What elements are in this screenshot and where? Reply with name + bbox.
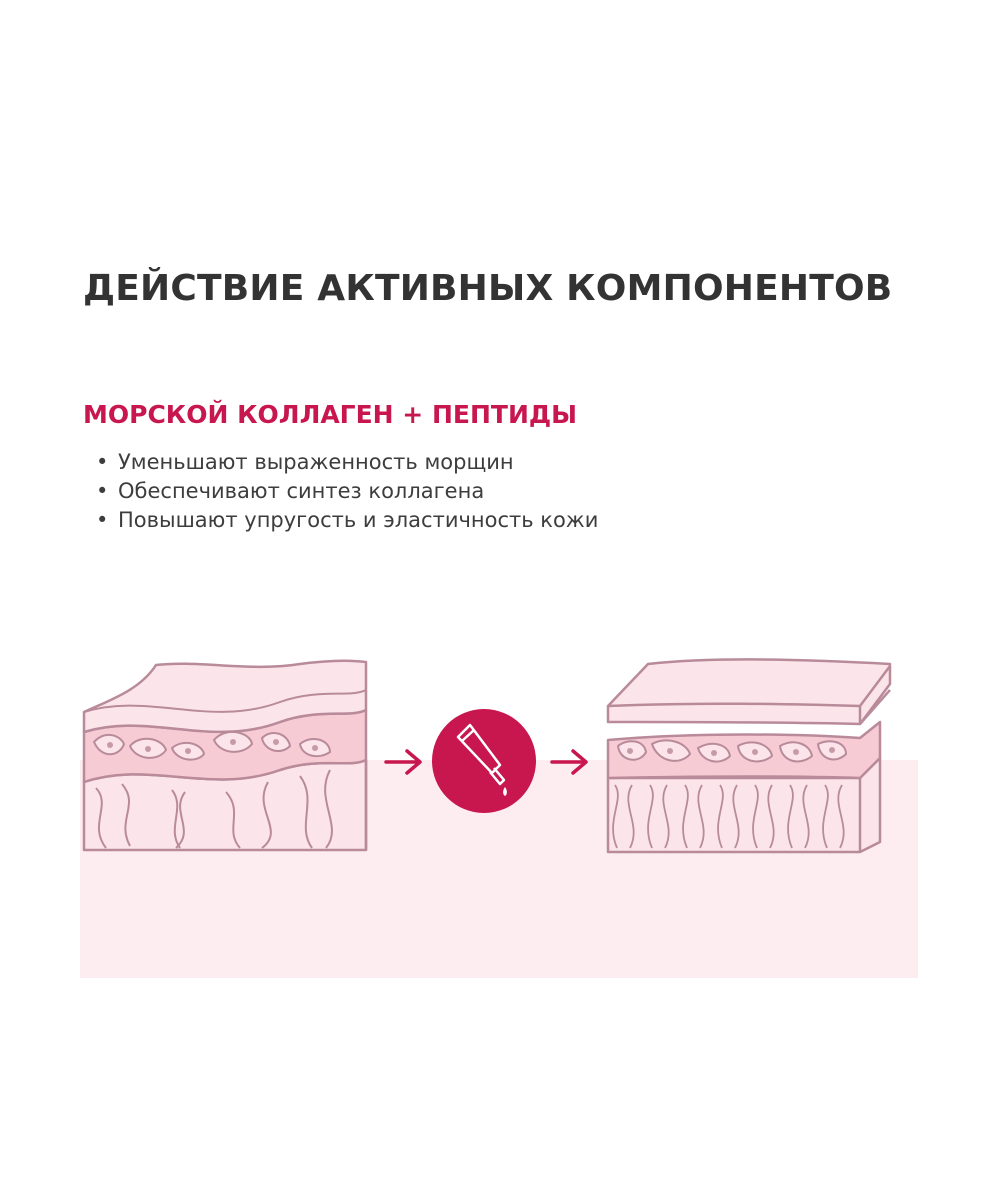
benefit-text: Повышают упругость и эластичность кожи <box>118 508 599 532</box>
bullet: • <box>96 479 109 503</box>
skin-illustration <box>82 658 892 854</box>
skin-layers-after-icon <box>606 658 892 854</box>
arrow-right-icon <box>384 749 422 775</box>
skin-layers-before-icon <box>82 659 368 852</box>
section-title: МОРСКОЙ КОЛЛАГЕН + ПЕПТИДЫ <box>83 400 578 429</box>
list-item: • Уменьшают выраженность морщин <box>96 448 598 477</box>
cream-tube-icon <box>432 709 536 813</box>
list-item: • Повышают упругость и эластичность кожи <box>96 506 598 535</box>
benefit-text: Обеспечивают синтез коллагена <box>118 479 485 503</box>
arrow-right-icon <box>550 749 588 775</box>
benefit-text: Уменьшают выраженность морщин <box>118 450 514 474</box>
page-title: ДЕЙСТВИЕ АКТИВНЫХ КОМПОНЕНТОВ <box>83 268 893 309</box>
benefit-list: • Уменьшают выраженность морщин • Обеспечи… <box>96 448 598 535</box>
bullet: • <box>96 450 109 474</box>
bullet: • <box>96 508 109 532</box>
list-item: • Обеспечивают синтез коллагена <box>96 477 598 506</box>
